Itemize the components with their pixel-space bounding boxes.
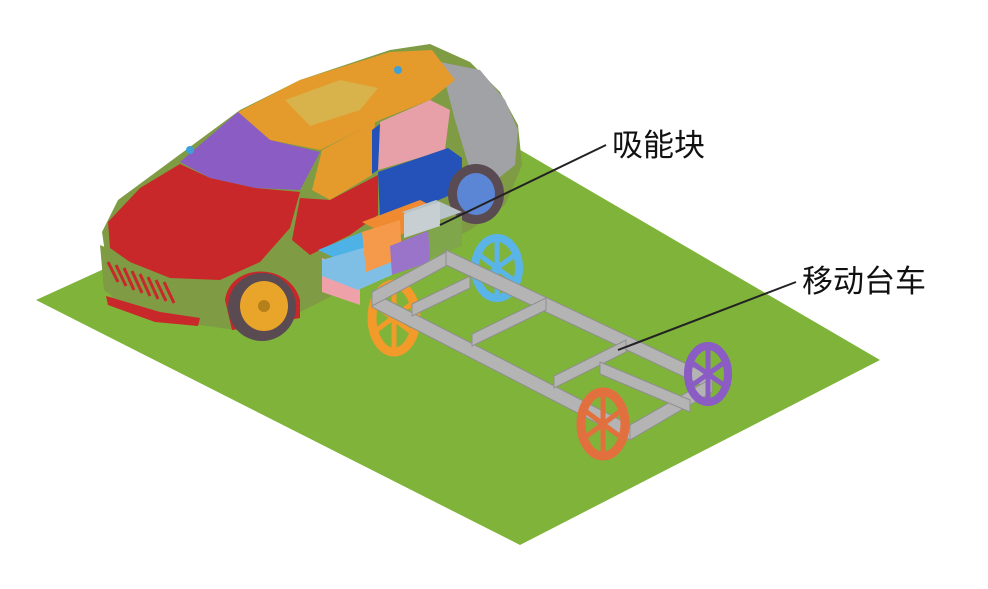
block-face-grey xyxy=(404,202,440,238)
vehicle-windshield xyxy=(180,112,320,190)
trolley-crossbar-2 xyxy=(471,297,547,347)
vehicle-model xyxy=(100,44,522,341)
vehicle-sunroof xyxy=(285,80,378,126)
rear-door-frame xyxy=(372,124,380,174)
trolley-inner-rail xyxy=(599,361,691,413)
front-side-window xyxy=(312,122,375,200)
rear-door xyxy=(378,148,462,218)
leader-line-trolley xyxy=(617,281,797,351)
hood-marker xyxy=(186,146,194,154)
front-wheel-hub xyxy=(258,300,270,312)
leader-line-absorber xyxy=(439,144,607,226)
front-bumper xyxy=(100,245,210,318)
trolley-crossbar-front xyxy=(371,251,447,307)
label-energy-absorbing-block: 吸能块 xyxy=(612,128,705,164)
front-grille xyxy=(106,261,176,304)
trolley-wheel-front-right-spokes xyxy=(689,348,727,400)
trolley-wheel-front-right xyxy=(684,342,732,406)
rear-side-window xyxy=(378,100,450,170)
side-mirror xyxy=(312,205,332,222)
energy-absorbing-block xyxy=(318,200,462,305)
trolley-crossbar-3 xyxy=(553,339,627,389)
vehicle-hood xyxy=(108,164,300,280)
trolley-wheel-front-left-spokes xyxy=(582,394,624,454)
block-face-purple xyxy=(390,230,430,275)
trolley-crossbar-1 xyxy=(411,275,471,317)
trolley-wheel-front-left xyxy=(576,387,630,461)
front-door xyxy=(292,175,378,255)
rear-wheel-rim xyxy=(457,173,495,215)
front-lip xyxy=(106,296,200,326)
rear-quarter xyxy=(440,62,518,185)
moving-trolley xyxy=(367,234,732,461)
roof-antenna xyxy=(394,66,402,74)
label-moving-trolley: 移动台车 xyxy=(802,264,926,300)
